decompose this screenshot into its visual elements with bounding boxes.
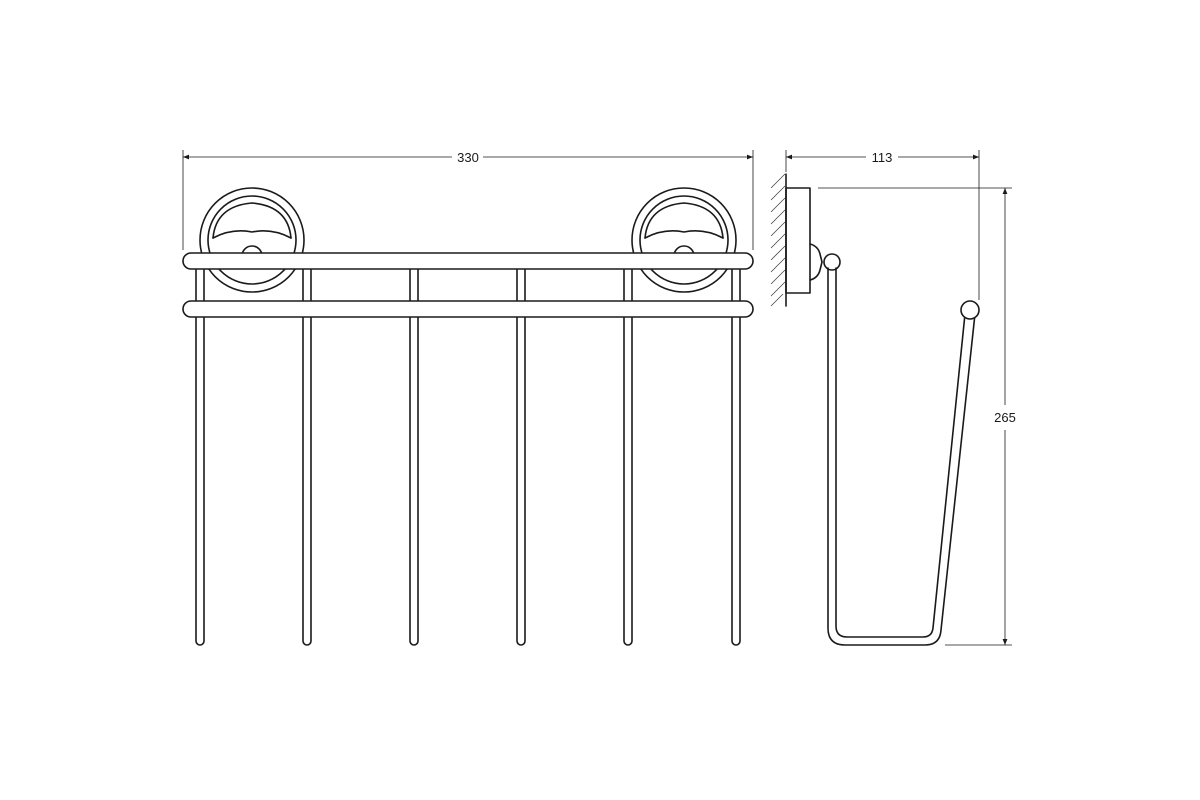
height-dimension: 265 bbox=[818, 187, 1016, 646]
front-view: 330 bbox=[182, 150, 754, 646]
height-dimension-label: 265 bbox=[994, 410, 1016, 425]
wall-hatching bbox=[770, 173, 787, 307]
depth-dimension: 113 bbox=[785, 150, 980, 300]
top-rail bbox=[182, 252, 754, 270]
basket-side-profile bbox=[827, 267, 980, 646]
side-view: 113 265 bbox=[770, 150, 1016, 646]
depth-dimension-label: 113 bbox=[872, 150, 893, 165]
right-wall-mount bbox=[631, 187, 737, 293]
width-dimension: 330 bbox=[182, 150, 754, 250]
width-dimension-label: 330 bbox=[457, 150, 479, 165]
side-wall-bracket bbox=[785, 187, 841, 294]
middle-rail bbox=[182, 300, 754, 318]
left-wall-mount bbox=[199, 187, 305, 293]
